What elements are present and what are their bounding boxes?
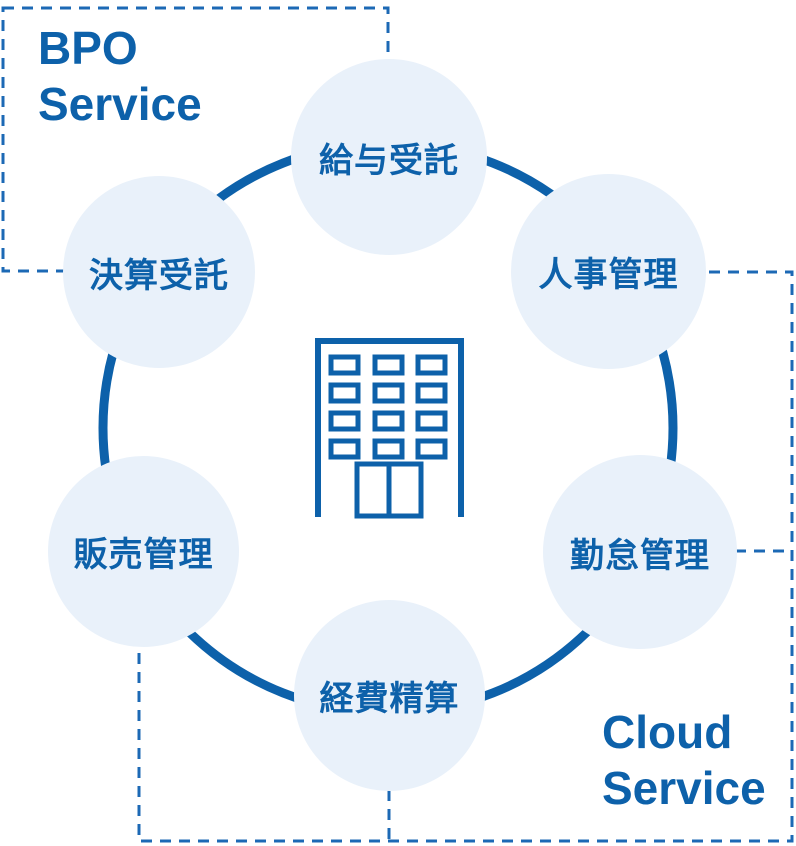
building-icon (315, 338, 464, 519)
building-window (328, 354, 361, 376)
building-window (372, 354, 405, 376)
circle-attendance-management: 勤怠管理 (543, 455, 737, 649)
circle-payroll-outsourcing: 給与受託 (291, 59, 487, 255)
bpo-service-region-label: BPO Service (38, 22, 202, 130)
building-outline (315, 338, 464, 517)
building-window (372, 410, 405, 432)
building-window (328, 382, 361, 404)
building-window (328, 438, 361, 460)
circle-attendance-label: 勤怠管理 (570, 536, 710, 575)
building-window (372, 438, 405, 460)
circle-hr-management: 人事管理 (511, 174, 706, 369)
building-window (415, 354, 448, 376)
circle-expense-settlement: 経費精算 (294, 600, 485, 791)
building-window (328, 410, 361, 432)
circle-closing-label: 決算受託 (89, 256, 229, 295)
circle-sales-label: 販売管理 (73, 536, 214, 574)
circle-payroll-label: 給与受託 (319, 141, 459, 180)
building-window (415, 382, 448, 404)
cloud-service-region-label: Cloud Service (602, 706, 766, 814)
circle-sales-management: 販売管理 (48, 456, 239, 647)
circle-hr-label: 人事管理 (538, 256, 679, 294)
building-window (415, 438, 448, 460)
building-window (415, 410, 448, 432)
circle-closing-outsourcing: 決算受託 (63, 176, 255, 368)
circle-expense-label: 経費精算 (319, 680, 460, 718)
building-window (372, 382, 405, 404)
